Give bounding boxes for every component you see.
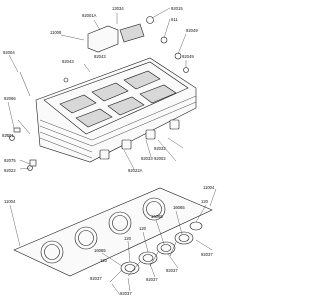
callout-92043: 92043 — [62, 59, 74, 64]
callout-11008: 11008 — [50, 30, 62, 35]
callout-labels: 13034 92001A 92015 11008 611 92049 92004… — [2, 6, 215, 296]
callout-92022a: 92022A — [128, 168, 143, 173]
head-gasket — [13, 187, 213, 277]
callout-92066: 92066 — [4, 96, 16, 101]
callout-92015: 92015 — [171, 6, 183, 11]
callout-92037c: 92037 — [146, 277, 158, 282]
parts-diagram: 13034 92001A 92015 11008 611 92049 92004… — [2, 6, 217, 296]
callout-13034: 13034 — [112, 6, 124, 11]
callout-611: 611 — [171, 17, 178, 22]
callout-92043b: 92043 — [94, 54, 106, 59]
callout-16065c: 16065 — [94, 248, 106, 253]
intake-holders — [109, 221, 203, 283]
callout-92022: 92022 — [4, 168, 16, 173]
callout-11004a: 11004 — [203, 185, 215, 190]
callout-120b: 120 — [139, 226, 147, 231]
callout-92037e: 92037 — [90, 276, 102, 281]
callout-92002: 92002 — [154, 156, 166, 161]
callout-92004: 92004 — [3, 50, 15, 55]
callout-120a: 120 — [201, 199, 209, 204]
callout-92049b: 92049 — [182, 54, 194, 59]
callout-120c: 120 — [124, 236, 132, 241]
callout-120d: 120 — [100, 258, 108, 263]
callout-16065a: 16065 — [173, 205, 185, 210]
callout-11004b: 11004 — [4, 199, 16, 204]
callout-92032: 92032 — [154, 146, 166, 151]
callout-92037a: 92037 — [201, 252, 213, 257]
leader-lines — [5, 7, 217, 296]
cylinder-head — [9, 57, 197, 171]
callout-92001a: 92001A — [82, 13, 97, 18]
callout-92075: 92075 — [4, 158, 16, 163]
callout-92033: 92033 — [141, 156, 153, 161]
callout-16065b: 16065 — [151, 214, 163, 219]
callout-92001b: 92001 — [2, 133, 14, 138]
callout-92037d: 92037 — [120, 291, 132, 296]
callout-92049a: 92049 — [186, 28, 198, 33]
callout-92037b: 92037 — [166, 268, 178, 273]
